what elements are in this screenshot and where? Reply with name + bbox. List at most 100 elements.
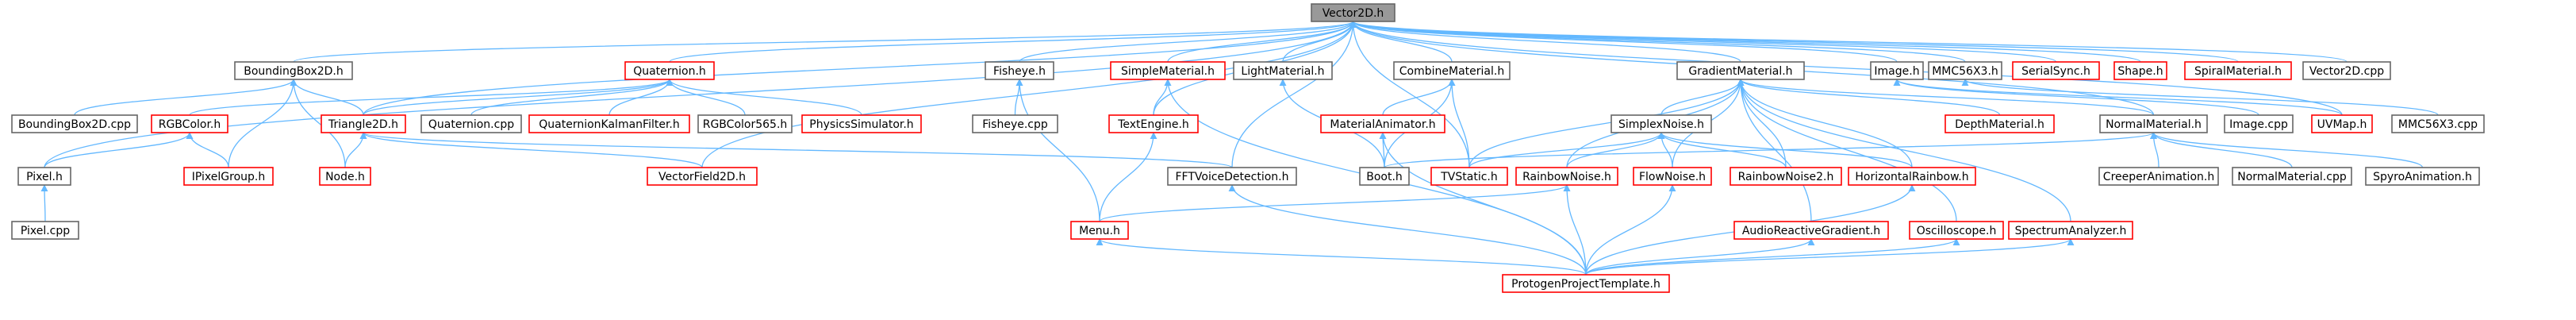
node-mmc56x3-cpp[interactable]: MMC56X3.cpp — [2391, 114, 2485, 133]
edge-rainbownoise_h-to-simplexnoise_h — [1566, 132, 1665, 168]
node-node-h[interactable]: Node.h — [319, 167, 371, 186]
node-fftvoicedetection-h[interactable]: FFTVoiceDetection.h — [1167, 167, 1297, 186]
node-spectrumanalyzer-h[interactable]: SpectrumAnalyzer.h — [2008, 221, 2133, 240]
node-box — [1311, 3, 1395, 22]
node-vectorfield2d-h[interactable]: VectorField2D.h — [647, 167, 758, 186]
node-spiralmaterial-h[interactable]: SpiralMaterial.h — [2184, 61, 2292, 80]
node-shape-h[interactable]: Shape.h — [2113, 61, 2167, 80]
node-physicssimulator-h[interactable]: PhysicsSimulator.h — [801, 114, 922, 133]
node-box — [1733, 221, 1889, 240]
node-materialanimator-h[interactable]: MaterialAnimator.h — [1320, 114, 1445, 133]
node-rgbcolor565-h[interactable]: RGBColor565.h — [697, 114, 793, 133]
node-rgbcolor-h[interactable]: RGBColor.h — [151, 114, 228, 133]
node-box — [2098, 167, 2219, 186]
edge-shape_h-to-vector2d_h — [1349, 21, 2141, 63]
node-quaternionkalmanfilter-h[interactable]: QuaternionKalmanFilter.h — [528, 114, 690, 133]
node-box — [2099, 114, 2208, 133]
node-label: AudioReactiveGradient.h — [1742, 225, 1880, 237]
node-box — [1233, 61, 1333, 80]
edge-tvstatic_h-to-gradientmaterial_h — [1468, 79, 1745, 168]
node-box — [1515, 167, 1618, 186]
node-menu-h[interactable]: Menu.h — [1070, 221, 1129, 240]
node-normalmaterial-cpp[interactable]: NormalMaterial.cpp — [2232, 167, 2352, 186]
node-box — [2302, 61, 2391, 80]
node-box — [1430, 167, 1508, 186]
node-label: SpectrumAnalyzer.h — [2015, 225, 2127, 237]
node-tvstatic-h[interactable]: TVStatic.h — [1430, 167, 1508, 186]
node-label: TextEngine.h — [1117, 118, 1189, 131]
node-combinematerial-h[interactable]: CombineMaterial.h — [1393, 61, 1511, 80]
node-ipixelgroup-h[interactable]: IPixelGroup.h — [183, 167, 274, 186]
edge-protogenprojecttemplate_h-to-oscilloscope_h — [1585, 238, 1960, 276]
node-box — [2365, 167, 2480, 186]
node-label: Image.cpp — [2229, 118, 2288, 131]
node-protogenprojecttemplate-h[interactable]: ProtogenProjectTemplate.h — [1502, 274, 1670, 293]
edge-spiralmaterial_h-to-vector2d_h — [1349, 21, 2239, 63]
node-gradientmaterial-h[interactable]: GradientMaterial.h — [1676, 61, 1805, 80]
node-label: TVStatic.h — [1440, 171, 1497, 183]
node-box — [1502, 274, 1670, 293]
node-box — [697, 114, 793, 133]
node-label: SpiralMaterial.h — [2194, 65, 2282, 78]
node-box — [1108, 114, 1199, 133]
node-box — [234, 61, 353, 80]
edge-physicssimulator_h-to-quaternion_h — [666, 79, 862, 116]
node-fisheye-cpp[interactable]: Fisheye.cpp — [972, 114, 1058, 133]
node-label: NormalMaterial.cpp — [2237, 171, 2347, 183]
node-textengine-h[interactable]: TextEngine.h — [1108, 114, 1199, 133]
node-label: HorizontalRainbow.h — [1855, 171, 1968, 183]
node-mmc56x3-h[interactable]: MMC56X3.h — [1928, 61, 2002, 80]
node-label: PhysicsSimulator.h — [809, 118, 913, 131]
node-simplematerial-h[interactable]: SimpleMaterial.h — [1110, 61, 1226, 80]
edge-oscilloscope_h-to-gradientmaterial_h — [1737, 79, 1957, 222]
node-quaternion-h[interactable]: Quaternion.h — [624, 61, 715, 80]
edge-normalmaterial_h-to-gradientmaterial_h — [1737, 79, 2155, 116]
node-label: MMC56X3.h — [1932, 65, 1998, 78]
node-spyroanimation-h[interactable]: SpyroAnimation.h — [2365, 167, 2480, 186]
edge-pixel_h-to-vector2d_h — [44, 21, 1357, 168]
edge-fftvoicedetection_h-to-vector2d_h — [1231, 21, 1357, 168]
node-oscilloscope-h[interactable]: Oscilloscope.h — [1909, 221, 2004, 240]
node-box — [1944, 114, 2055, 133]
node-image-cpp[interactable]: Image.cpp — [2224, 114, 2294, 133]
node-box — [985, 61, 1054, 80]
node-serialsync-h[interactable]: SerialSync.h — [2012, 61, 2100, 80]
node-fisheye-h[interactable]: Fisheye.h — [985, 61, 1054, 80]
edge-ipixelgroup_h-to-rgbcolor_h — [186, 132, 229, 168]
node-audioreactivegradient-h[interactable]: AudioReactiveGradient.h — [1733, 221, 1889, 240]
node-label: Quaternion.h — [633, 65, 706, 78]
node-horizontalrainbow-h[interactable]: HorizontalRainbow.h — [1848, 167, 1976, 186]
edge-horizontalrainbow_h-to-gradientmaterial_h — [1737, 79, 1913, 168]
node-rainbownoise2-h[interactable]: RainbowNoise2.h — [1729, 167, 1842, 186]
edge-tvstatic_h-to-vector2d_h — [1349, 21, 1470, 168]
edge-vectorfield2d_h-to-triangle2d_h — [359, 132, 703, 168]
edge-protogenprojecttemplate_h-to-audioreactivegradient_h — [1585, 238, 1815, 276]
node-label: Fisheye.cpp — [982, 118, 1048, 131]
node-depthmaterial-h[interactable]: DepthMaterial.h — [1944, 114, 2055, 133]
node-pixel-h[interactable]: Pixel.h — [17, 167, 71, 186]
node-lightmaterial-h[interactable]: LightMaterial.h — [1233, 61, 1333, 80]
node-label: SimplexNoise.h — [1618, 118, 1704, 131]
node-simplexnoise-h[interactable]: SimplexNoise.h — [1610, 114, 1712, 133]
node-flownoise-h[interactable]: FlowNoise.h — [1633, 167, 1712, 186]
node-boot-h[interactable]: Boot.h — [1359, 167, 1410, 186]
node-label: Triangle2D.h — [328, 118, 398, 131]
node-triangle2d-h[interactable]: Triangle2D.h — [321, 114, 406, 133]
node-box — [1320, 114, 1445, 133]
edge-protogenprojecttemplate_h-to-rainbownoise_h — [1563, 184, 1587, 276]
node-image-h[interactable]: Image.h — [1870, 61, 1924, 80]
edge-protogenprojecttemplate_h-to-spectrumanalyzer_h — [1585, 238, 2075, 276]
edge-triangle2d_h-to-quaternion_h — [363, 79, 674, 116]
node-rainbownoise-h[interactable]: RainbowNoise.h — [1515, 167, 1618, 186]
node-quaternion-cpp[interactable]: Quaternion.cpp — [420, 114, 522, 133]
node-normalmaterial-h[interactable]: NormalMaterial.h — [2099, 114, 2208, 133]
node-vector2d-h[interactable]: Vector2D.h — [1311, 3, 1395, 22]
node-pixel-cpp[interactable]: Pixel.cpp — [11, 221, 79, 240]
node-uvmap-h[interactable]: UVMap.h — [2311, 114, 2373, 133]
node-creeperanimation-h[interactable]: CreeperAnimation.h — [2098, 167, 2219, 186]
node-boundingbox2d-h[interactable]: BoundingBox2D.h — [234, 61, 353, 80]
node-boundingbox2d-cpp[interactable]: BoundingBox2D.cpp — [11, 114, 138, 133]
node-vector2d-cpp[interactable]: Vector2D.cpp — [2302, 61, 2391, 80]
node-box — [1633, 167, 1712, 186]
node-label: RGBColor565.h — [703, 118, 788, 131]
